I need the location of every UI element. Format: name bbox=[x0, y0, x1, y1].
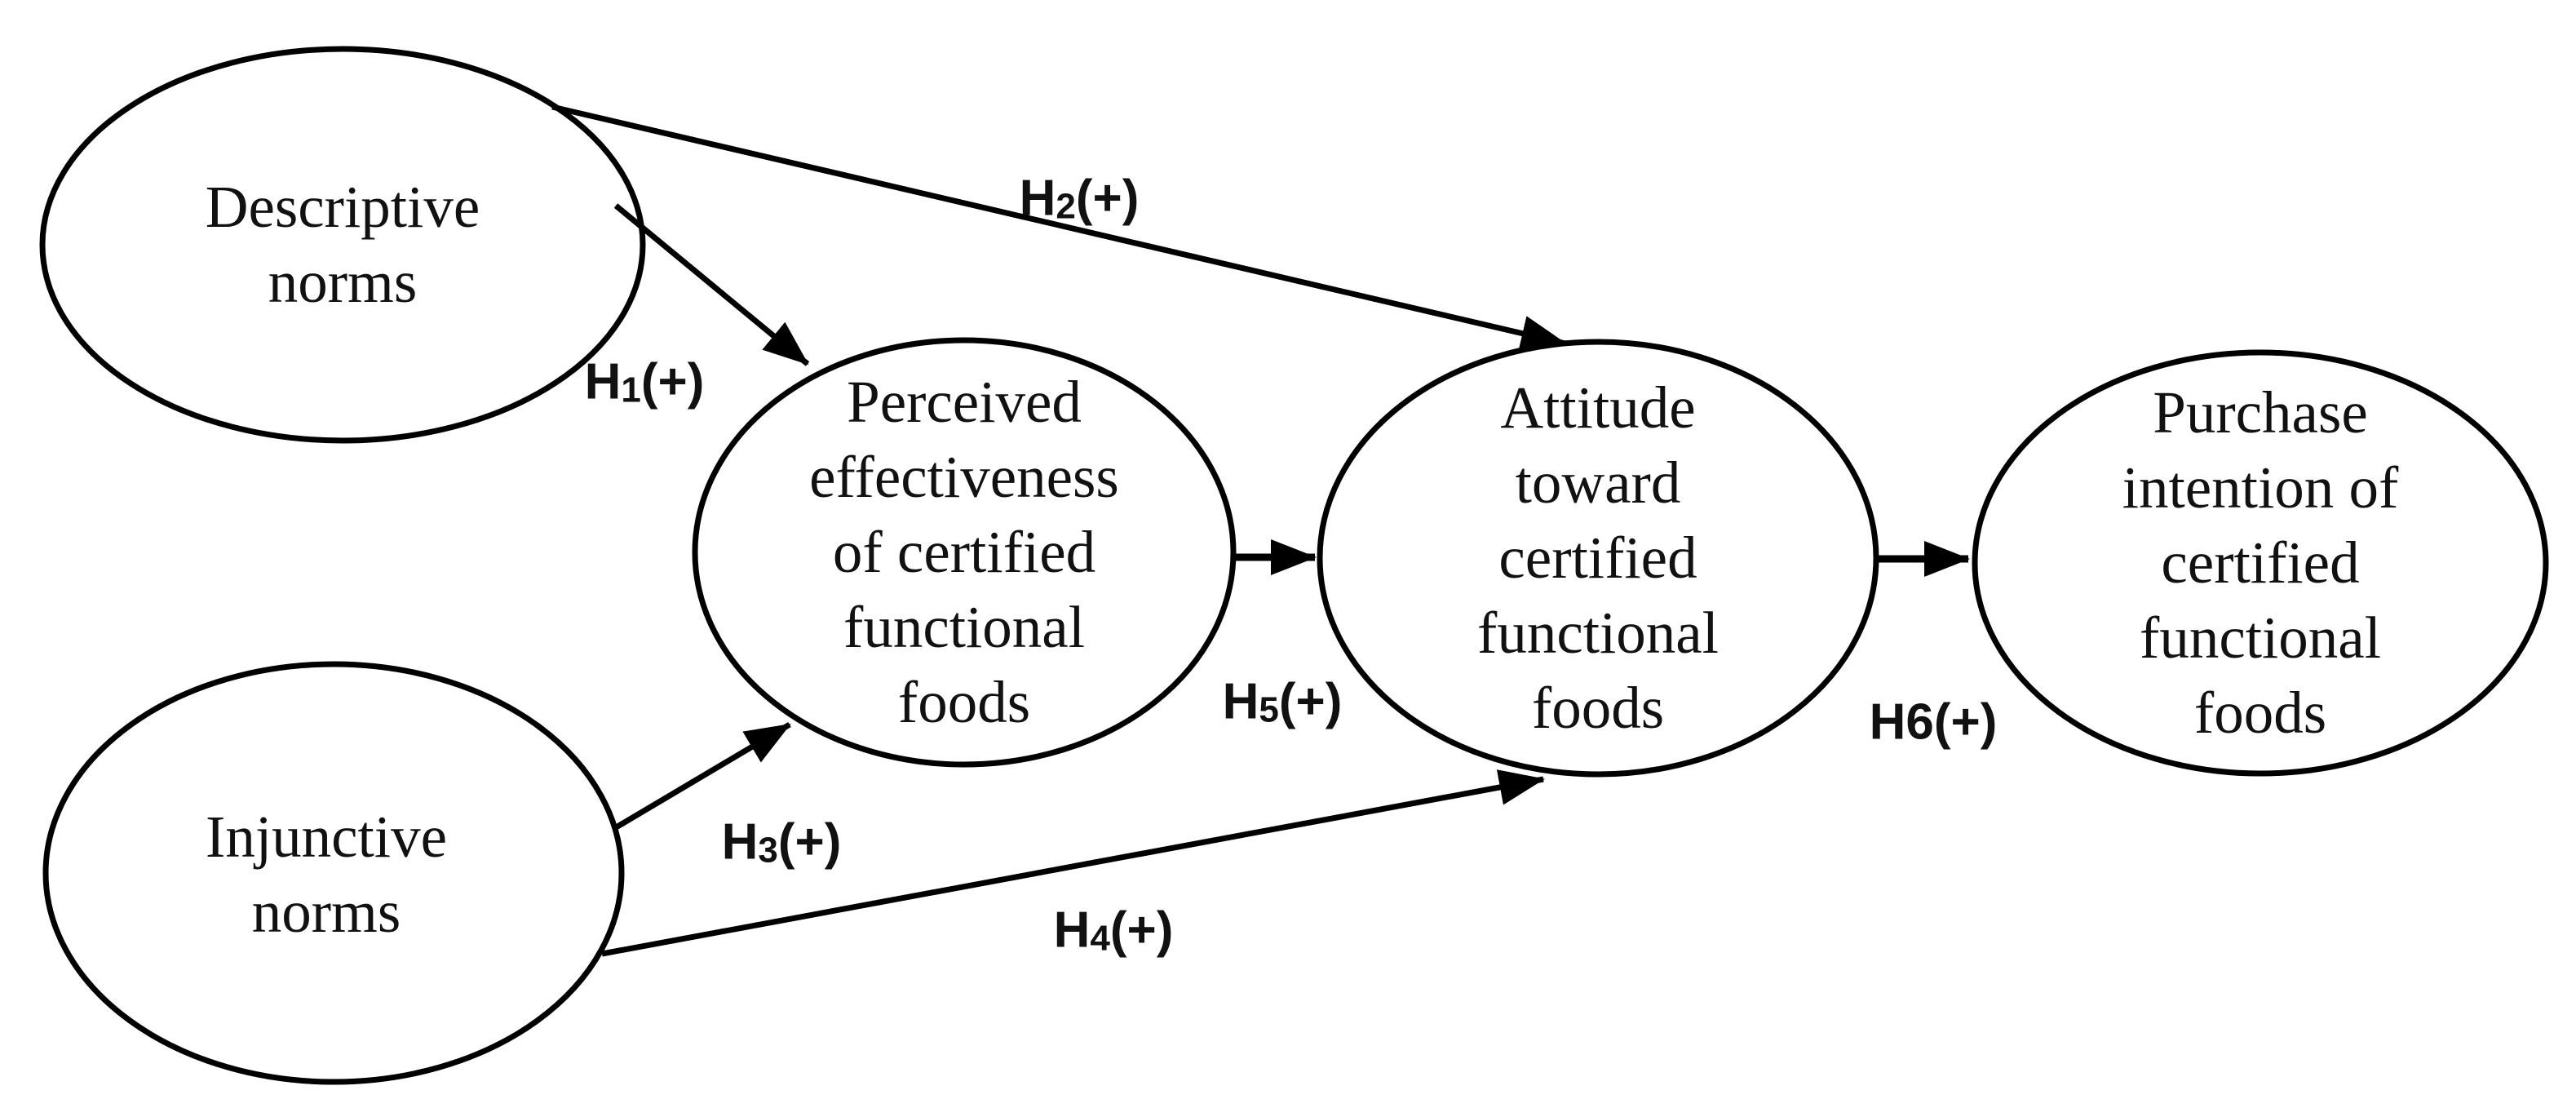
h3-subscript: 3 bbox=[758, 830, 778, 871]
hypothesis-label-h5: H5(+) bbox=[1223, 673, 1343, 731]
node-injunctive-norms: Injunctive norms bbox=[206, 804, 447, 945]
h6-letter: H bbox=[1869, 694, 1906, 751]
h4-sign: (+) bbox=[1109, 902, 1174, 959]
ellipse-descriptive-norms bbox=[39, 46, 646, 444]
h4-subscript: 4 bbox=[1090, 918, 1110, 959]
node-attitude: Attitude toward certified functional foo… bbox=[1477, 375, 1719, 741]
h1-sign: (+) bbox=[640, 353, 705, 410]
h5-letter: H bbox=[1222, 673, 1259, 730]
hypothesis-label-h3: H3(+) bbox=[722, 813, 842, 871]
ellipse-purchase-intention bbox=[1972, 349, 2549, 777]
h5-sign: (+) bbox=[1278, 673, 1343, 730]
node-perceived-effectiveness: Perceived effectiveness of certified fun… bbox=[809, 369, 1119, 735]
arrow-h2 bbox=[551, 104, 1567, 352]
hypothesis-label-h2: H2(+) bbox=[1020, 170, 1140, 228]
ellipse-perceived-effectiveness bbox=[692, 337, 1237, 768]
h3-letter: H bbox=[721, 813, 759, 871]
arrow-h4 bbox=[601, 769, 1545, 957]
h5-subscript: 5 bbox=[1259, 689, 1279, 730]
node-purchase-intention: Purchase intention of certified function… bbox=[2122, 379, 2399, 746]
node-descriptive-norms: Descriptive norms bbox=[205, 174, 480, 315]
hypothesis-label-h6: H6(+) bbox=[1870, 694, 1998, 751]
h6-sign: 6(+) bbox=[1905, 694, 1998, 751]
h1-letter: H bbox=[584, 353, 622, 410]
h2-subscript: 2 bbox=[1056, 186, 1076, 227]
hypothesis-label-h4: H4(+) bbox=[1054, 902, 1174, 960]
arrow-h3 bbox=[612, 721, 791, 832]
h2-sign: (+) bbox=[1075, 170, 1140, 227]
h1-subscript: 1 bbox=[621, 370, 641, 410]
h4-letter: H bbox=[1053, 902, 1091, 959]
h3-sign: (+) bbox=[777, 813, 842, 871]
h2-letter: H bbox=[1019, 170, 1056, 227]
diagram-strokes bbox=[39, 46, 2549, 1085]
hypothesis-label-h1: H1(+) bbox=[585, 353, 705, 411]
ellipse-injunctive-norms bbox=[42, 661, 625, 1085]
arrow-h1 bbox=[613, 203, 810, 366]
